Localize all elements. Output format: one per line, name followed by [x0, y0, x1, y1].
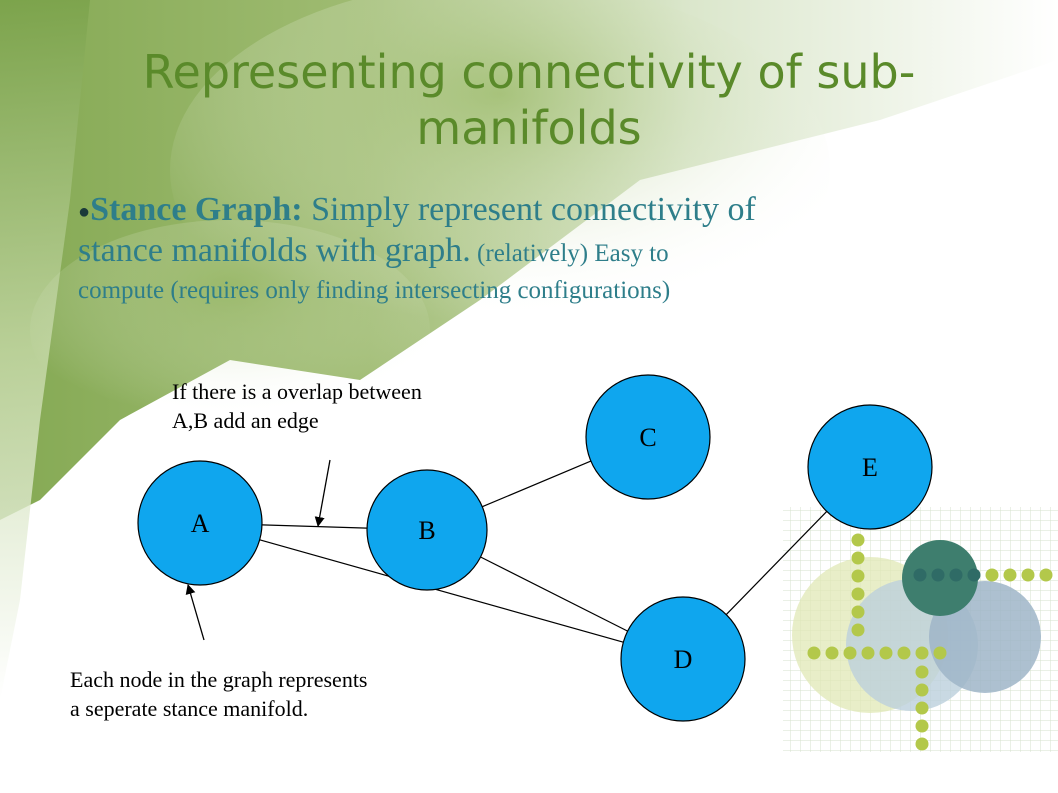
node-annotation-line2: a seperate stance manifold. [70, 696, 309, 721]
graph-edge-b-c [482, 460, 592, 508]
slide-title-line1: Representing connectivity of sub- [142, 45, 916, 99]
overlap-arrow [314, 459, 331, 527]
decorative-ornament [783, 507, 1058, 752]
bullet-term: Stance Graph: [90, 191, 303, 228]
bullet-line-2: stance manifolds with graph. (relatively… [78, 232, 978, 272]
graph-edges [259, 460, 828, 643]
slide-title: Representing connectivity of sub- manifo… [0, 44, 1058, 156]
bullet-sentence2-start: (relatively) Easy to [477, 240, 669, 268]
graph-node-label-d: D [674, 645, 693, 674]
overlap-annotation-line2: A,B add an edge [172, 408, 319, 433]
node-annotation-line1: Each node in the graph represents [70, 667, 368, 692]
graph-node-label-e: E [862, 453, 878, 482]
graph-edge-d-e [725, 510, 828, 616]
overlap-annotation: If there is a overlap between A,B add an… [172, 377, 422, 435]
bullet-dot-icon: ● [78, 201, 91, 224]
graph-node-a [137, 460, 263, 586]
graph-node-e [807, 404, 933, 530]
graph-edge-b-d [480, 556, 628, 632]
graph-node-label-c: C [639, 423, 656, 452]
graph-edge-a-b [261, 524, 368, 529]
overlap-annotation-line1: If there is a overlap between [172, 379, 422, 404]
graph-edge-a-d [259, 539, 624, 643]
graph-node-label-b: B [418, 516, 435, 545]
slide-title-line2: manifolds [416, 101, 642, 155]
bullet-line-1: ●Stance Graph: Simply represent connecti… [78, 190, 978, 232]
bullet-sentence1: Simply represent connectivity of [311, 191, 756, 228]
bullet-point: ●Stance Graph: Simply represent connecti… [78, 190, 978, 309]
node-annotation: Each node in the graph represents a sepe… [70, 665, 368, 723]
graph-node-label-a: A [191, 509, 210, 538]
bullet-sentence1-cont: stance manifolds with graph. [78, 232, 471, 270]
graph-nodes: A B C D E [137, 374, 933, 722]
graph-node-b [366, 469, 488, 591]
graph-node-c [585, 374, 711, 500]
graph-node-d [620, 596, 746, 722]
bullet-line-3: compute (requires only finding intersect… [78, 277, 671, 305]
node-arrow [185, 584, 205, 641]
